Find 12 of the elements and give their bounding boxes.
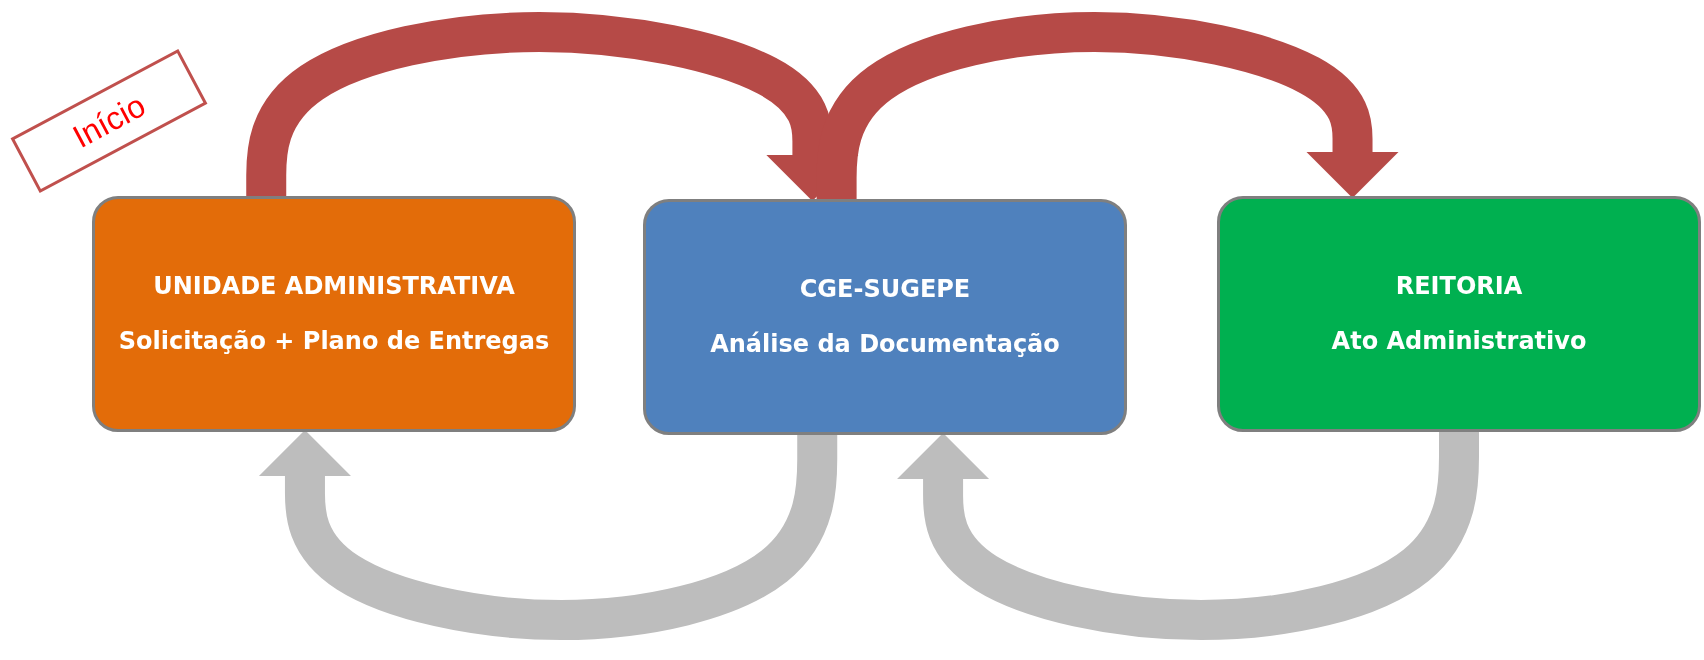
- box-heading: UNIDADE ADMINISTRATIVA: [153, 271, 515, 303]
- box-text: Solicitação + Plano de Entregas: [118, 326, 550, 357]
- box-heading: Início: [65, 86, 153, 157]
- process-box: [92, 196, 576, 432]
- process-box: [643, 199, 1127, 435]
- process-box: [1217, 196, 1701, 432]
- curved-arrow: [258, 430, 838, 640]
- box-heading: CGE-SUGEPE: [799, 274, 971, 306]
- box-heading: REITORIA: [1395, 271, 1523, 303]
- box-text: Ato Administrativo: [1331, 326, 1587, 357]
- box-text: Análise da Documentação: [710, 329, 1060, 360]
- curved-arrow: [816, 12, 1399, 199]
